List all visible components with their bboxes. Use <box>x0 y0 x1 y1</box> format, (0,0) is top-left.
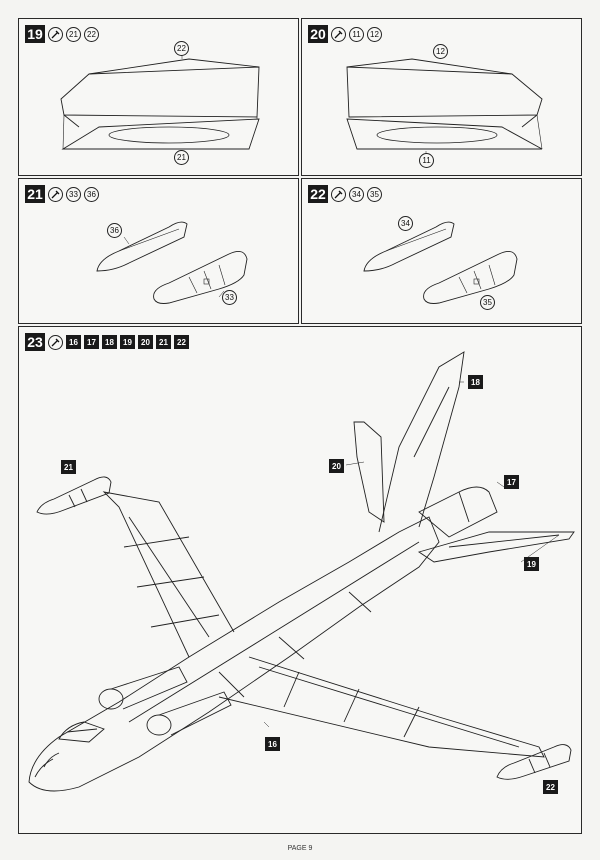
part-callout: 11 <box>419 153 434 168</box>
step-22-panel: 22 34 35 34 35 <box>301 178 582 324</box>
step-20-panel: 20 11 12 12 11 <box>301 18 582 176</box>
part-callout-20: 20 <box>329 459 344 473</box>
step-22-drawing <box>363 221 518 304</box>
step-number: 22 <box>308 185 328 203</box>
part-number: 36 <box>84 186 99 202</box>
part-callout-16: 16 <box>265 737 280 751</box>
part-number: 20 <box>138 335 153 349</box>
part-callout-22: 22 <box>543 780 558 794</box>
part-callout: 34 <box>398 216 413 231</box>
step-21-drawing <box>96 221 248 304</box>
part-callout: 33 <box>222 290 237 305</box>
step-number: 20 <box>308 25 328 43</box>
step-20-drawing <box>346 51 543 159</box>
part-number: 12 <box>367 26 382 42</box>
step-19-drawing <box>60 51 260 159</box>
step-22-header: 22 34 35 <box>308 185 382 203</box>
part-number: 19 <box>120 335 135 349</box>
aircraft-assembly-drawing <box>28 351 575 792</box>
step-19-header: 19 21 22 <box>25 25 99 43</box>
glue-icon <box>331 186 346 202</box>
part-callout: 35 <box>480 295 495 310</box>
part-callout: 21 <box>174 150 189 165</box>
glue-icon <box>48 186 63 202</box>
step-number: 21 <box>25 185 45 203</box>
step-number: 23 <box>25 333 45 351</box>
glue-icon <box>48 334 63 350</box>
part-callout: 12 <box>433 44 448 59</box>
part-callout-18: 18 <box>468 375 483 389</box>
part-number: 22 <box>84 26 99 42</box>
glue-icon <box>48 26 63 42</box>
part-number: 18 <box>102 335 117 349</box>
part-number: 34 <box>349 186 364 202</box>
part-number: 33 <box>66 186 81 202</box>
part-callout-19: 19 <box>524 557 539 571</box>
part-number: 11 <box>349 26 364 42</box>
glue-icon <box>331 26 346 42</box>
part-callout-17: 17 <box>504 475 519 489</box>
step-20-header: 20 11 12 <box>308 25 382 43</box>
part-number: 22 <box>174 335 189 349</box>
part-number: 17 <box>84 335 99 349</box>
part-callout-21: 21 <box>61 460 76 474</box>
part-number: 16 <box>66 335 81 349</box>
step-19-panel: 19 21 22 22 21 <box>18 18 299 176</box>
part-number: 21 <box>156 335 171 349</box>
part-callout: 36 <box>107 223 122 238</box>
step-21-panel: 21 33 36 36 33 <box>18 178 299 324</box>
step-23-header: 23 16 17 18 19 20 21 22 <box>25 333 189 351</box>
part-callout: 22 <box>174 41 189 56</box>
step-number: 19 <box>25 25 45 43</box>
step-21-header: 21 33 36 <box>25 185 99 203</box>
step-23-panel: 23 16 17 18 19 20 21 22 <box>18 326 582 834</box>
part-number: 21 <box>66 26 81 42</box>
part-number: 35 <box>367 186 382 202</box>
page-number: PAGE 9 <box>287 845 313 852</box>
